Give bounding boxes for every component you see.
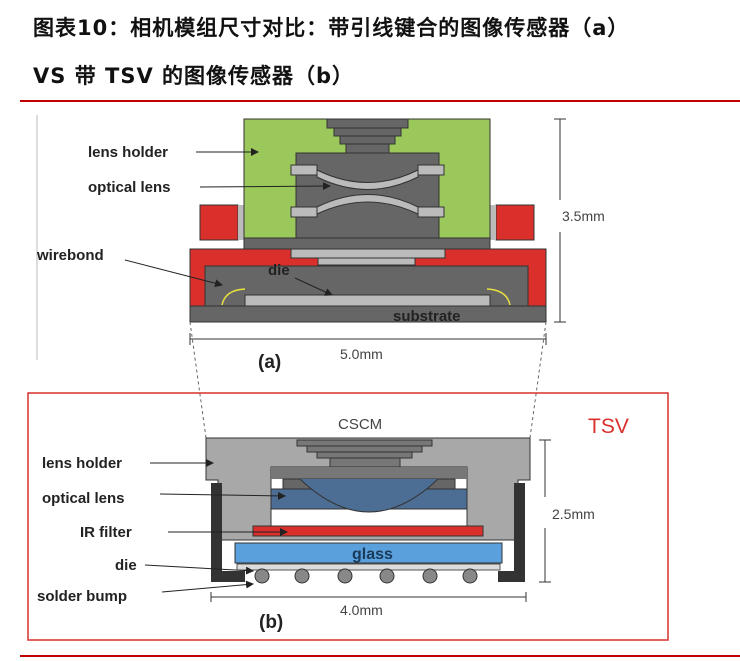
label-die-b: die — [115, 557, 137, 574]
height-b: 2.5mm — [552, 506, 595, 522]
label-substrate: substrate — [393, 308, 461, 325]
diagram-a: substrate lens holder optical lens wireb… — [36, 118, 605, 373]
label-wirebond: wirebond — [36, 247, 104, 264]
caption-b: (b) — [259, 612, 283, 633]
diagram-b: glass lens holder optical lens IR filter… — [37, 437, 595, 633]
width-b: 4.0mm — [340, 602, 383, 618]
figure-title-line1: 图表10：相机模组尺寸对比：带引线键合的图像传感器（a） — [33, 16, 630, 40]
label-optical-lens-a: optical lens — [88, 179, 171, 196]
label-solder-bump: solder bump — [37, 588, 127, 605]
caption-a: (a) — [258, 352, 281, 373]
label-lens-holder-b: lens holder — [42, 455, 122, 472]
label-ir-filter: IR filter — [80, 524, 132, 541]
label-die-a: die — [268, 262, 290, 279]
height-a: 3.5mm — [562, 208, 605, 224]
label-optical-lens-b: optical lens — [42, 490, 125, 507]
tsv-tag: TSV — [588, 415, 629, 438]
figure-title-line2: VS 带 TSV 的图像传感器（b） — [33, 64, 355, 88]
width-a: 5.0mm — [340, 346, 383, 362]
cscm-label: CSCM — [338, 416, 382, 433]
label-lens-holder-a: lens holder — [88, 144, 168, 161]
tsv-box — [27, 392, 669, 641]
label-glass: glass — [352, 546, 393, 563]
